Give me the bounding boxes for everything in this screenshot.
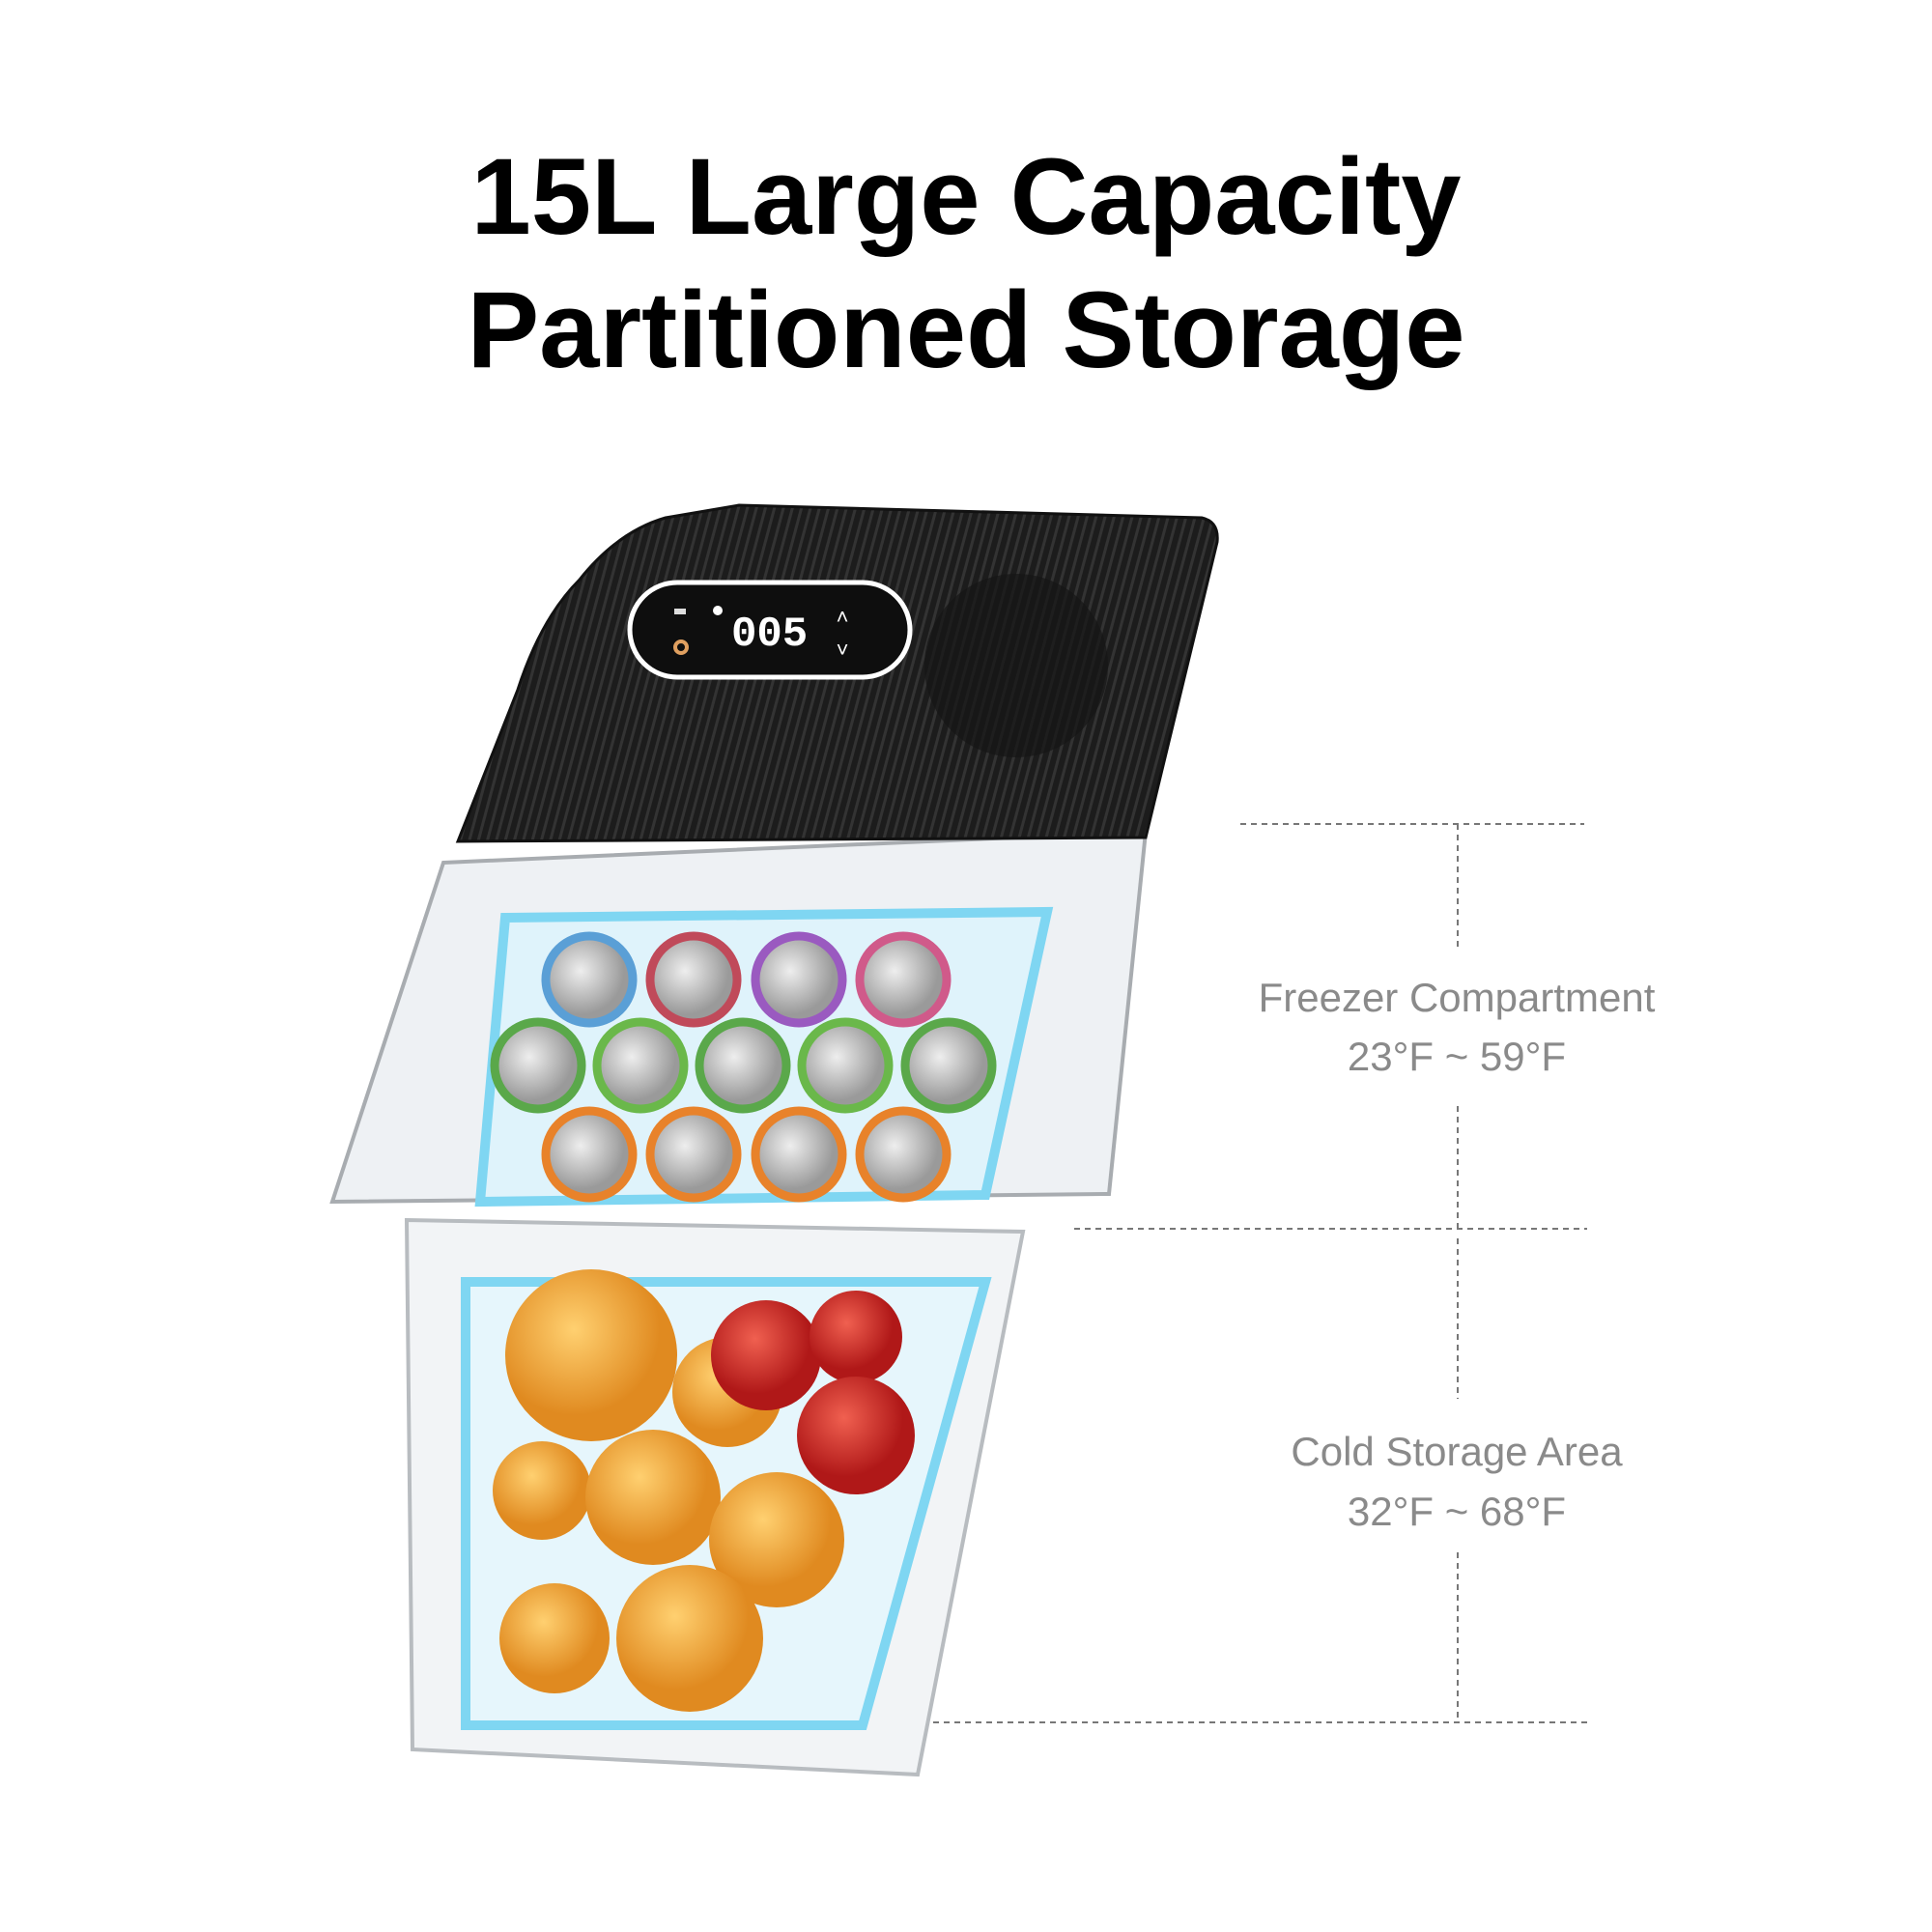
can: [645, 1106, 742, 1203]
can: [645, 931, 742, 1028]
headline-line-2: Partitioned Storage: [467, 270, 1465, 390]
can: [541, 931, 638, 1028]
can: [490, 1017, 586, 1114]
chevron-down-icon[interactable]: ˅: [837, 638, 849, 662]
orange: [616, 1565, 763, 1712]
can: [900, 1017, 997, 1114]
can: [751, 931, 847, 1028]
orange: [709, 1472, 844, 1607]
orange: [585, 1430, 721, 1565]
headline-line-1: 15L Large Capacity: [470, 136, 1462, 257]
cold-storage-range: 32°F ~ 68°F: [1347, 1489, 1567, 1534]
fan-vent: [924, 574, 1108, 757]
can: [855, 1106, 952, 1203]
can: [855, 931, 952, 1028]
tomato: [797, 1377, 915, 1494]
can: [541, 1106, 638, 1203]
tomato: [810, 1291, 902, 1383]
temperature-readout: 005: [731, 611, 808, 659]
can: [592, 1017, 689, 1114]
power-icon: [673, 639, 689, 655]
can: [797, 1017, 894, 1114]
freezer-range: 23°F ~ 59°F: [1347, 1034, 1567, 1079]
orange: [499, 1583, 610, 1693]
freezer-label: Freezer Compartment: [1258, 975, 1656, 1020]
orange: [505, 1269, 677, 1441]
fruits: [493, 1269, 915, 1712]
control-panel: 005 ˄ ˅: [627, 580, 913, 680]
mode-icon: [674, 609, 686, 614]
tomato: [711, 1300, 821, 1410]
orange: [493, 1441, 591, 1540]
can: [751, 1106, 847, 1203]
can: [695, 1017, 791, 1114]
chevron-up-icon[interactable]: ˄: [837, 605, 849, 629]
dimension-lines: [933, 823, 1587, 1723]
cans: [490, 931, 997, 1203]
cold-storage-label: Cold Storage Area: [1291, 1429, 1623, 1474]
